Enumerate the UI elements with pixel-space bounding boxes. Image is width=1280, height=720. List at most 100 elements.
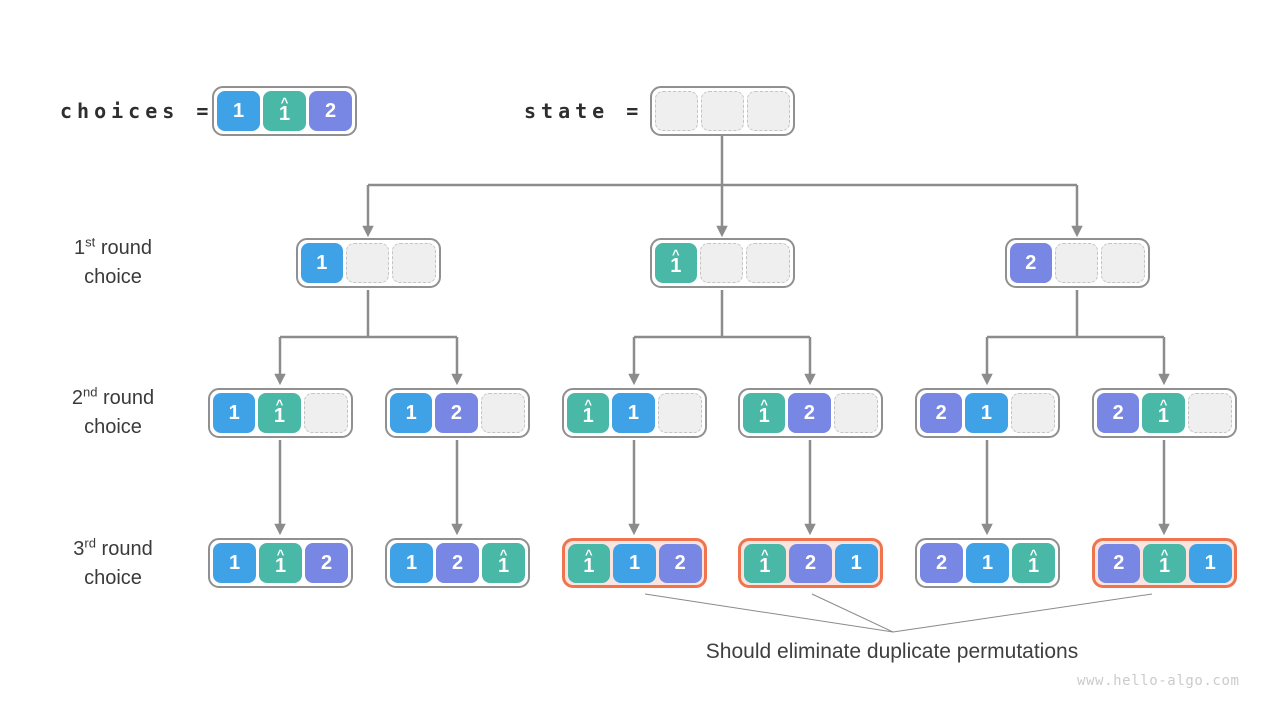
cell-digit: 2 bbox=[935, 401, 947, 424]
element-cell-1: 1 bbox=[301, 243, 343, 283]
cell-digit: 1 bbox=[758, 404, 770, 427]
element-cell-2: 2 bbox=[436, 543, 479, 583]
hat-mark: ^ bbox=[499, 546, 508, 562]
empty-slot bbox=[345, 243, 390, 283]
round-label-line1: 3rd round bbox=[73, 535, 153, 560]
element-cell-2: 2 bbox=[1097, 543, 1141, 583]
round-label-line2: choice bbox=[84, 567, 142, 589]
element-cell-1-hat: ^1 bbox=[259, 543, 302, 583]
element-cell-1: 1 bbox=[213, 393, 256, 433]
element-cell-1: 1 bbox=[213, 543, 256, 583]
cell-digit: 1 bbox=[228, 551, 241, 574]
element-cell-1: 1 bbox=[966, 543, 1009, 583]
round-label-line1: 2nd round bbox=[71, 384, 155, 409]
cell-digit: 1 bbox=[1027, 554, 1040, 577]
hat-mark: ^ bbox=[585, 546, 593, 562]
element-cell-2: 2 bbox=[309, 91, 352, 131]
hat-mark: ^ bbox=[1029, 546, 1038, 562]
hat-mark: ^ bbox=[760, 396, 768, 412]
element-cell-1-hat: ^1 bbox=[567, 543, 611, 583]
empty-slot bbox=[480, 393, 525, 433]
round-label-line1: 1st round bbox=[74, 234, 152, 259]
element-cell-1-hat: ^1 bbox=[567, 393, 610, 433]
cell-digit: 1 bbox=[980, 401, 993, 424]
state-array bbox=[650, 86, 795, 136]
empty-slot bbox=[747, 91, 790, 131]
cell-digit: 1 bbox=[1204, 551, 1216, 574]
element-cell-1-hat: ^1 bbox=[258, 393, 301, 433]
empty-slot bbox=[833, 393, 878, 433]
element-cell-2: 2 bbox=[920, 543, 963, 583]
round-label-3: 3rd round choice bbox=[33, 535, 193, 593]
cell-digit: 1 bbox=[228, 401, 240, 424]
empty-slot bbox=[303, 393, 348, 433]
watermark: www.hello-algo.com bbox=[1077, 673, 1240, 689]
empty-slot bbox=[657, 393, 702, 433]
element-cell-1: 1 bbox=[1188, 543, 1232, 583]
duplicate-note: Should eliminate duplicate permutations bbox=[705, 640, 1079, 663]
round-label-1: 1st round choice bbox=[33, 234, 193, 292]
cell-digit: 2 bbox=[1112, 401, 1124, 424]
round-label-line2: choice bbox=[84, 416, 142, 438]
round-label-line2: choice bbox=[84, 266, 142, 288]
empty-slot bbox=[746, 243, 791, 283]
element-cell-2: 2 bbox=[920, 393, 963, 433]
empty-slot bbox=[1187, 393, 1232, 433]
cell-digit: 1 bbox=[273, 404, 286, 427]
cell-digit: 1 bbox=[582, 404, 594, 427]
element-cell-2: 2 bbox=[1097, 393, 1140, 433]
empty-slot bbox=[699, 243, 744, 283]
cell-digit: 1 bbox=[1157, 404, 1170, 427]
element-cell-1-hat: ^1 bbox=[482, 543, 525, 583]
element-cell-1-hat: ^1 bbox=[655, 243, 697, 283]
choices-label: choices = bbox=[60, 99, 214, 123]
cell-digit: 1 bbox=[316, 251, 328, 274]
tree-node-l1-1: 1 bbox=[296, 238, 441, 288]
cell-digit: 1 bbox=[232, 99, 245, 122]
cell-digit: 1 bbox=[627, 401, 640, 424]
element-cell-1-hat: ^1 bbox=[743, 393, 786, 433]
element-cell-2: 2 bbox=[1010, 243, 1052, 283]
cell-digit: 1 bbox=[628, 551, 641, 574]
cell-digit: 1 bbox=[405, 551, 418, 574]
cell-digit: 2 bbox=[804, 551, 817, 574]
tree-node-l1-2: ^1 bbox=[650, 238, 795, 288]
element-cell-1: 1 bbox=[613, 543, 656, 583]
cell-digit: 1 bbox=[278, 102, 291, 125]
cell-digit: 1 bbox=[850, 551, 862, 574]
cell-digit: 1 bbox=[405, 401, 417, 424]
element-cell-1-hat: ^1 bbox=[1142, 393, 1185, 433]
element-cell-1: 1 bbox=[217, 91, 260, 131]
tree-node-l2-6: 2 ^1 bbox=[1092, 388, 1237, 438]
empty-slot bbox=[392, 243, 437, 283]
hat-mark: ^ bbox=[280, 94, 289, 110]
cell-digit: 1 bbox=[583, 554, 595, 577]
empty-slot bbox=[1101, 243, 1146, 283]
state-label: state = bbox=[524, 99, 644, 123]
tree-node-l2-4: ^1 2 bbox=[738, 388, 883, 438]
hat-mark: ^ bbox=[672, 246, 680, 262]
cell-digit: 2 bbox=[803, 401, 816, 424]
hat-mark: ^ bbox=[1160, 546, 1169, 562]
empty-slot bbox=[655, 91, 698, 131]
cell-digit: 1 bbox=[759, 554, 771, 577]
callout-line bbox=[644, 593, 894, 633]
element-cell-1: 1 bbox=[612, 393, 655, 433]
cell-digit: 1 bbox=[981, 551, 994, 574]
round-label-2: 2nd round choice bbox=[33, 384, 193, 442]
element-cell-1-hat: ^1 bbox=[263, 91, 306, 131]
element-cell-1: 1 bbox=[390, 543, 433, 583]
callout-line bbox=[811, 593, 894, 633]
tree-node-l1-3: 2 bbox=[1005, 238, 1150, 288]
element-cell-1-hat: ^1 bbox=[1143, 543, 1186, 583]
element-cell-2: 2 bbox=[658, 543, 702, 583]
cell-digit: 1 bbox=[1158, 554, 1171, 577]
cell-digit: 1 bbox=[497, 554, 510, 577]
element-cell-2: 2 bbox=[788, 393, 831, 433]
tree-node-l2-1: 1^1 bbox=[208, 388, 353, 438]
